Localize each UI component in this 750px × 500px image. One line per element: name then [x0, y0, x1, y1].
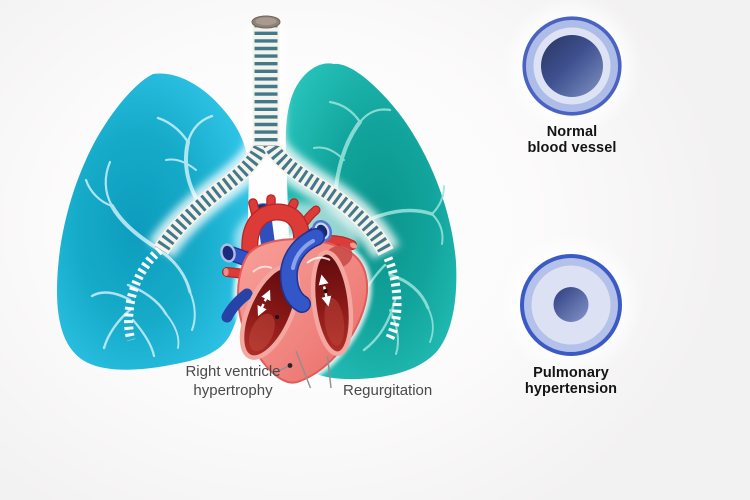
regurgitation-arrows	[257, 274, 332, 319]
leader-dot	[287, 363, 293, 368]
valve-leaflet-2	[252, 265, 273, 273]
aorta-icon	[241, 194, 321, 269]
leader-regurgitation-2	[326, 355, 332, 389]
vessel-lumen-narrowed	[553, 287, 589, 322]
valve-leaflet	[306, 256, 331, 264]
vessel-lumen-normal	[541, 35, 603, 97]
heart	[220, 194, 372, 388]
bronchial-tree-left	[84, 114, 214, 358]
inferior-vena-cava-icon	[221, 288, 253, 323]
normal-vessel-diagram	[502, 0, 642, 136]
leader-regurgitation-1	[295, 350, 312, 389]
bronchi	[153, 137, 394, 257]
leader-lines	[274, 350, 332, 389]
trachea-cap	[251, 15, 281, 29]
left-lung	[57, 73, 249, 370]
bronchial-tree-right	[313, 100, 445, 355]
beaded-bronchi	[124, 246, 402, 343]
narrowed-vessel-diagram	[499, 233, 643, 377]
leader-right-ventricle	[274, 365, 288, 374]
pulmonary-trunk-icon	[279, 228, 325, 313]
